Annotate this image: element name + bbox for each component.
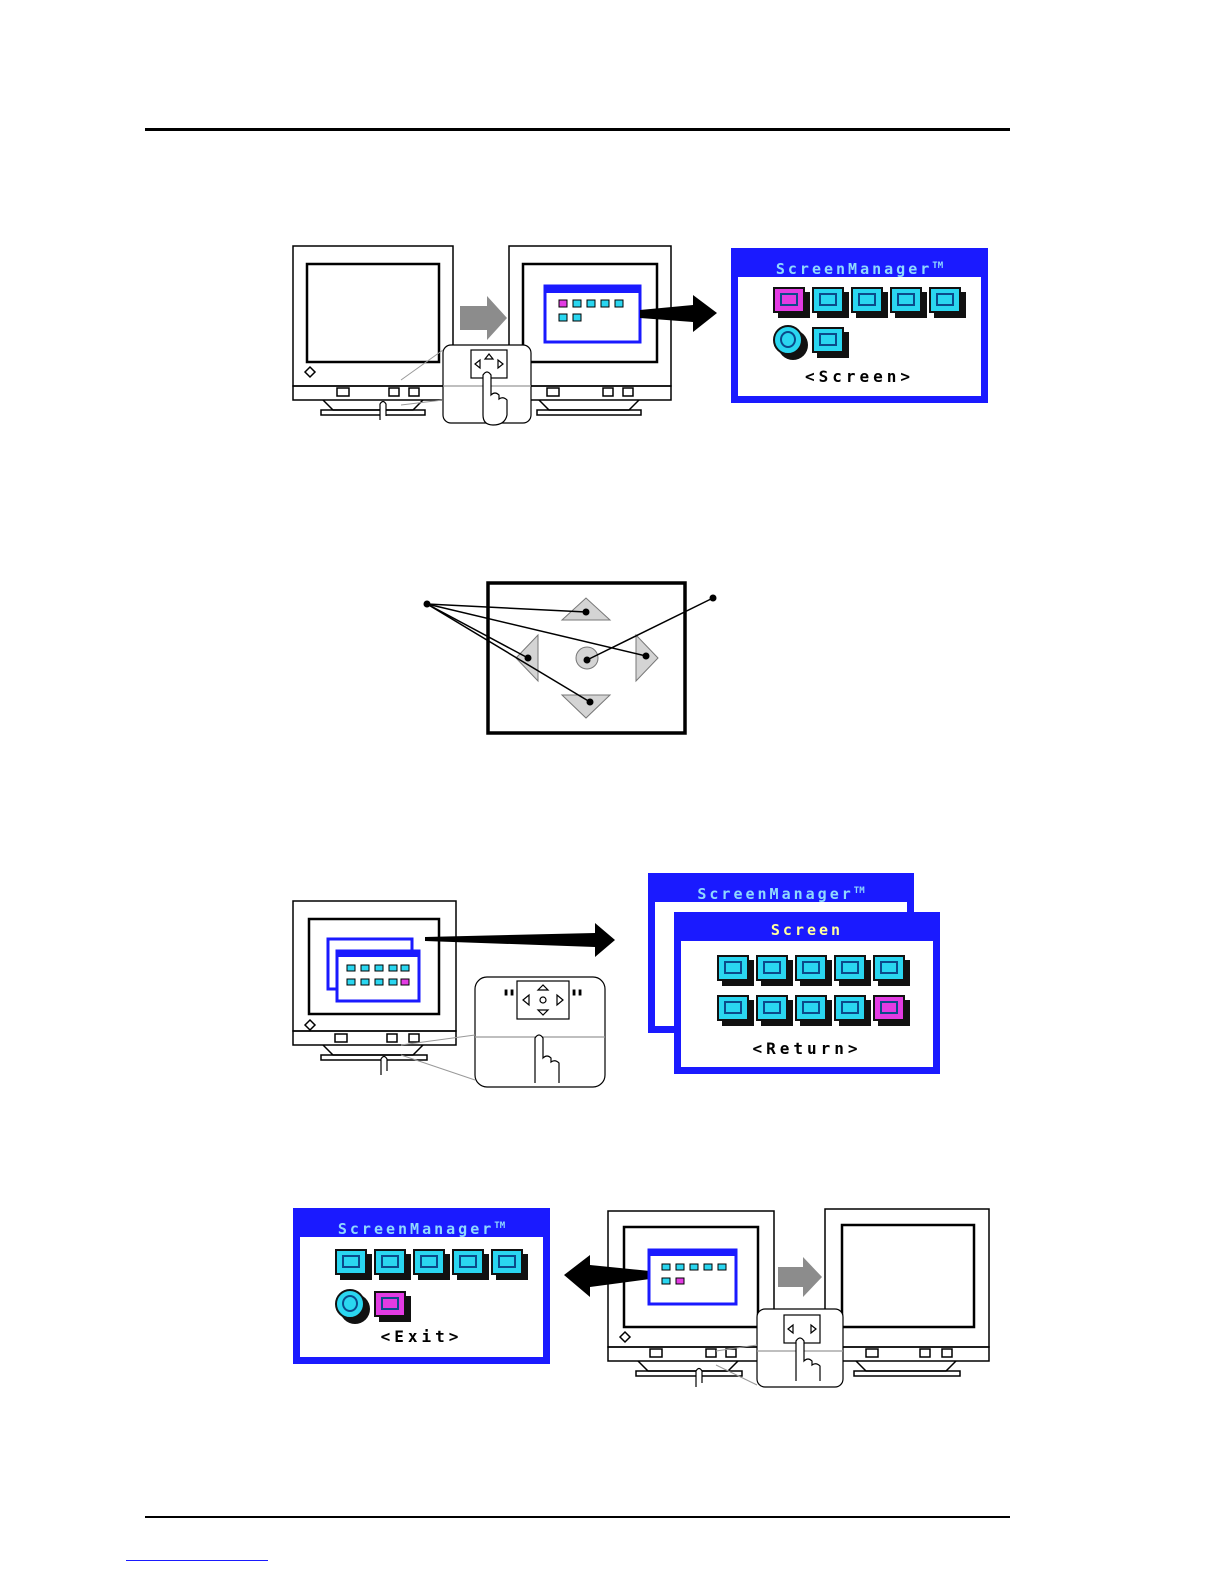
others-icon[interactable] [491, 1249, 523, 1275]
return-icon[interactable] [873, 995, 905, 1021]
osd-exit-title-text: ScreenManager [338, 1220, 494, 1238]
power-manager-icon[interactable] [452, 1249, 484, 1275]
sharpness-icon[interactable] [812, 287, 844, 313]
osd-back-title-text: ScreenManager [697, 885, 853, 903]
convergence-icon[interactable] [834, 995, 866, 1021]
osd-back-trademark: TM [854, 886, 865, 896]
figure-exit-screenmanager [560, 1205, 995, 1400]
osd-exit-trademark: TM [494, 1221, 505, 1231]
color-icon[interactable] [413, 1249, 445, 1275]
degauss-icon[interactable] [756, 995, 788, 1021]
exit-icon[interactable] [374, 1291, 406, 1317]
sharpness-icon[interactable] [374, 1249, 406, 1275]
osd-exit: ScreenManagerTM <Exit> [293, 1208, 550, 1364]
black-arrow [640, 295, 717, 332]
svg-text:▮▮: ▮▮ [571, 987, 583, 998]
figure-open-submenu: ▮▮ ▮▮ [285, 895, 625, 1090]
exit-icon[interactable] [812, 327, 844, 353]
figure-control-pad [420, 580, 720, 740]
osd-main-screen: ScreenManagerTM <Screen> [731, 248, 988, 403]
horizontal-size-icon[interactable] [756, 955, 788, 981]
control-inset [380, 345, 531, 425]
osd-trademark: TM [932, 261, 943, 271]
power-manager-icon[interactable] [890, 287, 922, 313]
moire-icon[interactable] [795, 995, 827, 1021]
language-icon[interactable] [335, 1289, 365, 1319]
osd-title: ScreenManagerTM [738, 255, 981, 277]
footer-rule [145, 1516, 1010, 1518]
color-icon[interactable] [851, 287, 883, 313]
osd-back-title: ScreenManagerTM [655, 880, 907, 902]
gray-arrow [778, 1257, 822, 1297]
osd-screen-submenu: Screen <Return> [674, 912, 940, 1074]
figure-open-screenmanager [285, 240, 735, 435]
pincushion-icon[interactable] [834, 955, 866, 981]
header-rule [145, 128, 1010, 131]
size-icon[interactable] [795, 955, 827, 981]
osd-submenu-title-text: Screen [771, 921, 843, 939]
screen-icon[interactable] [335, 1249, 367, 1275]
others-icon[interactable] [929, 287, 961, 313]
osd-caption-screen: <Screen> [738, 367, 981, 386]
screen-icon[interactable] [773, 287, 805, 313]
osd-exit-title: ScreenManagerTM [300, 1215, 543, 1237]
osd-submenu-title: Screen [681, 919, 933, 941]
monitor-off [293, 246, 453, 415]
osd-caption-exit: <Exit> [300, 1327, 543, 1346]
contrast-icon[interactable] [717, 955, 749, 981]
trapezoid-icon[interactable] [873, 955, 905, 981]
osd-caption-return: <Return> [681, 1039, 933, 1058]
svg-text:▮▮: ▮▮ [503, 987, 515, 998]
osd-title-text: ScreenManager [776, 260, 932, 278]
gray-arrow [460, 296, 507, 340]
footer-link-underline[interactable] [126, 1560, 268, 1561]
rotation-icon[interactable] [717, 995, 749, 1021]
language-icon[interactable] [773, 325, 803, 355]
